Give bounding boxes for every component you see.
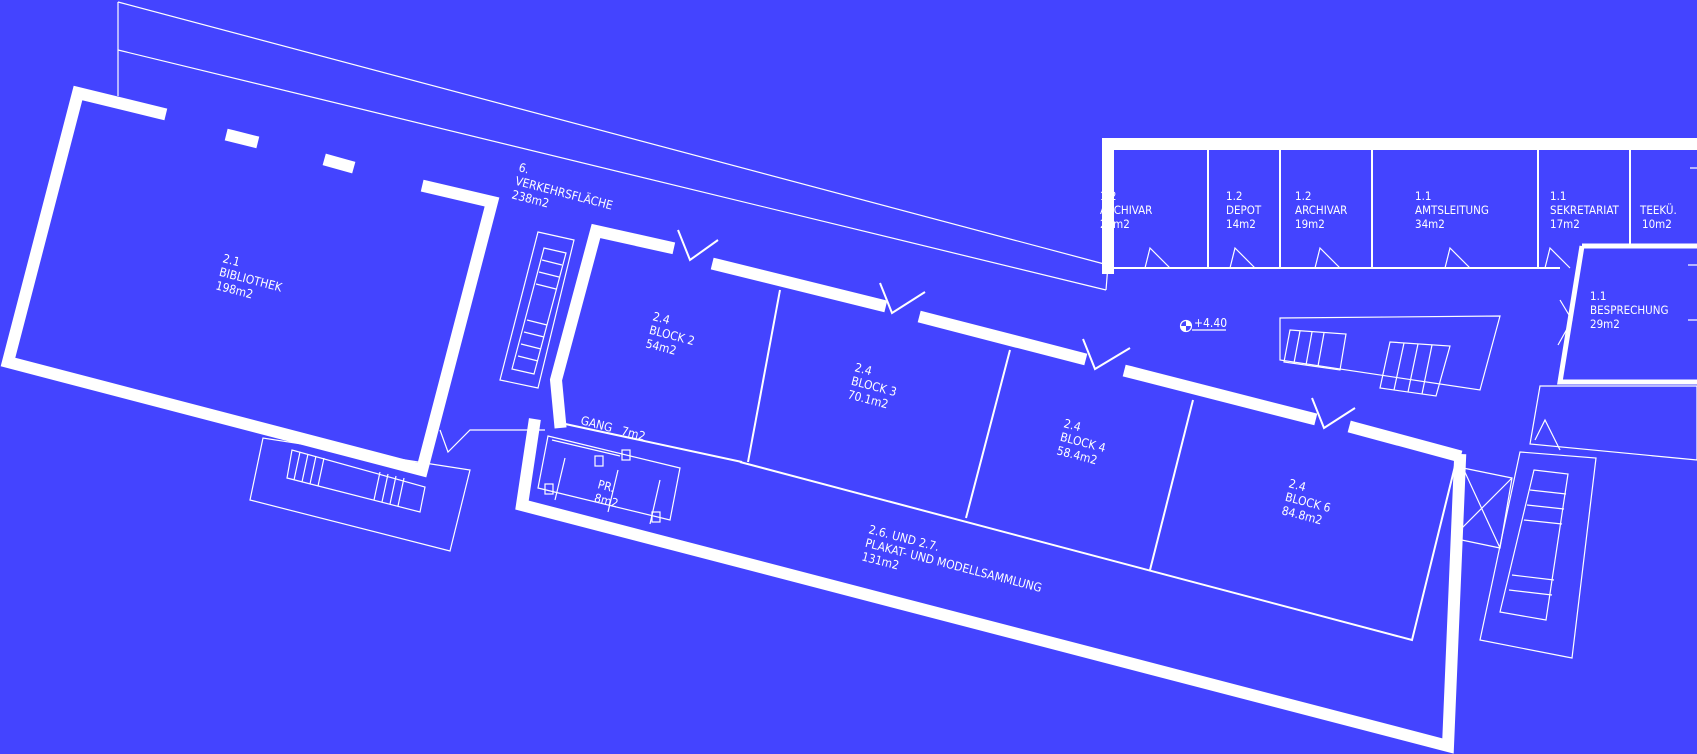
label-pr-area: 8m2	[593, 491, 620, 511]
stair-lobby	[1279, 315, 1561, 451]
label-block4: 2.4 BLOCK 4 58.4m2	[1055, 416, 1107, 467]
label-block2-number: 2.4	[651, 309, 671, 327]
label-besprechung-name: BESPRECHUNG	[1590, 303, 1669, 317]
label-block3-number: 2.4	[853, 360, 873, 378]
label-verkehrsflaeche: 6. VERKEHRSFLÄCHE 238m2	[510, 160, 614, 212]
label-archivar2: 1.2 ARCHIVAR 19m2	[1295, 189, 1347, 231]
label-besprechung: 1.1 BESPRECHUNG 29m2	[1590, 289, 1669, 331]
gang-wc	[537, 435, 681, 525]
label-block2: 2.4 BLOCK 2 54m2	[644, 309, 696, 357]
label-bibliothek: 2.1 BIBLIOTHEK 198m2	[214, 251, 284, 301]
label-archivar1-area: 20m2	[1100, 217, 1130, 231]
label-pr-name: PR.	[596, 477, 616, 495]
label-depot-area: 14m2	[1226, 217, 1256, 231]
label-sekretariat-area: 17m2	[1550, 217, 1580, 231]
label-sekretariat-number: 1.1	[1550, 189, 1566, 203]
label-block4-number: 2.4	[1062, 416, 1082, 434]
label-amtsleitung-area: 34m2	[1415, 217, 1445, 231]
label-archivar2-name: ARCHIVAR	[1295, 203, 1347, 217]
bibliothek-room	[0, 85, 545, 552]
label-depot-number: 1.2	[1226, 189, 1242, 203]
label-amtsleitung: 1.1 AMTSLEITUNG 34m2	[1415, 189, 1489, 231]
label-teekue: TEEKÜ. 10m2	[1639, 201, 1677, 231]
label-bibliothek-number: 2.1	[221, 251, 241, 269]
label-sekretariat-name: SEKRETARIAT	[1550, 203, 1620, 217]
label-verkehrsflaeche-number: 6.	[517, 160, 530, 176]
label-amtsleitung-name: AMTSLEITUNG	[1415, 203, 1489, 217]
label-archivar1: 1.2 ARCHIVAR 20m2	[1100, 189, 1152, 231]
level-marker-label: +4.40	[1194, 316, 1227, 330]
level-marker: +4.40	[1179, 316, 1227, 333]
label-block3: 2.4 BLOCK 3 70.1m2	[846, 360, 898, 411]
main-wing	[515, 223, 1467, 754]
site-outline	[117, 1, 1109, 291]
label-besprechung-number: 1.1	[1590, 289, 1606, 303]
label-archivar1-number: 1.2	[1100, 189, 1116, 203]
label-gang-area: 7m2	[620, 424, 647, 444]
label-amtsleitung-number: 1.1	[1415, 189, 1431, 203]
office-wing	[1102, 138, 1697, 659]
label-besprechung-area: 29m2	[1590, 317, 1620, 331]
stair-treads-bibliothek	[293, 451, 405, 507]
label-archivar1-name: ARCHIVAR	[1100, 203, 1152, 217]
label-gang: GANG 7m2	[579, 413, 647, 443]
label-block6-number: 2.4	[1287, 476, 1307, 494]
label-archivar2-number: 1.2	[1295, 189, 1311, 203]
label-teekue-name: TEEKÜ.	[1639, 201, 1677, 217]
label-block6: 2.4 BLOCK 6 84.8m2	[1280, 476, 1332, 527]
label-depot-name: DEPOT	[1226, 203, 1262, 217]
label-pr: PR. 8m2	[593, 477, 620, 511]
label-archivar2-area: 19m2	[1295, 217, 1325, 231]
label-depot: 1.2 DEPOT 14m2	[1226, 189, 1262, 231]
stair-central	[499, 231, 575, 389]
label-teekue-area: 10m2	[1642, 217, 1672, 231]
label-sekretariat: 1.1 SEKRETARIAT 17m2	[1550, 189, 1620, 231]
